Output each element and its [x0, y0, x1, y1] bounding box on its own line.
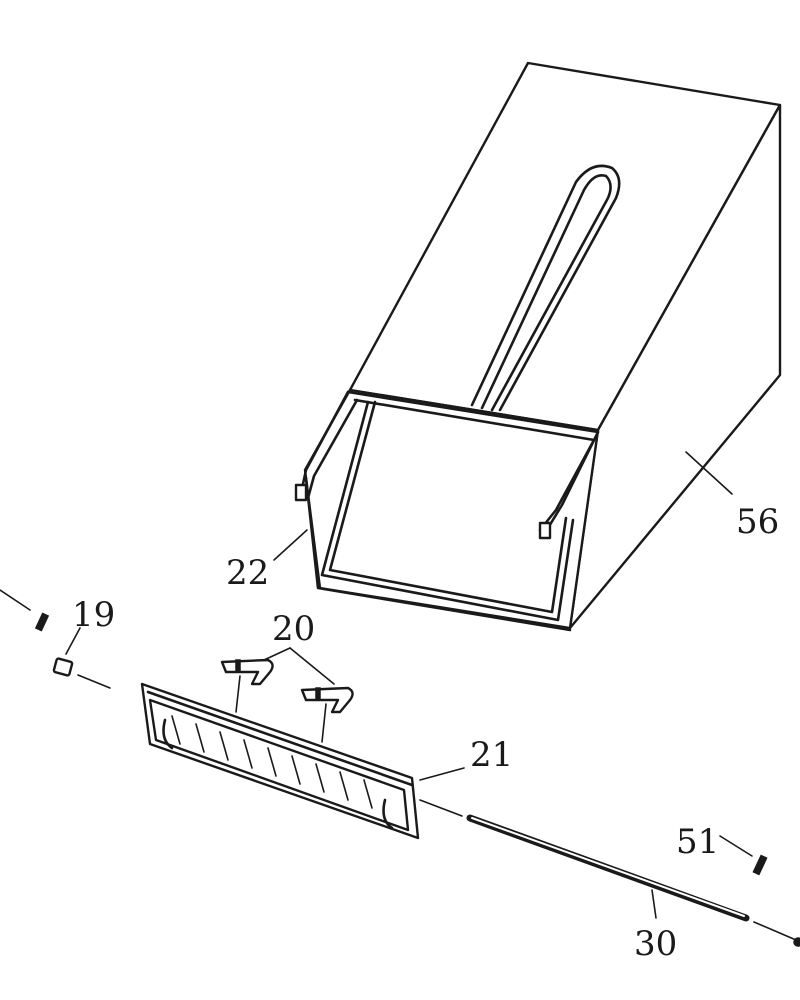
hook-lower	[300, 686, 354, 714]
axis-left	[77, 674, 111, 689]
leader-20a	[263, 647, 291, 661]
flap-ribs	[171, 715, 373, 809]
callout-22: 22	[226, 553, 269, 593]
leader-20b	[289, 647, 335, 685]
bushing-left	[52, 657, 74, 677]
callout-19: 19	[72, 595, 115, 635]
leader-19	[65, 627, 81, 655]
axis-right	[753, 921, 797, 941]
frame-left-hook	[294, 483, 308, 502]
hook-upper-drop	[235, 675, 241, 713]
pin-left-upper	[34, 612, 50, 632]
callout-30: 30	[634, 924, 677, 964]
callout-51: 51	[676, 822, 719, 862]
leader-22	[273, 529, 308, 561]
hook-upper	[220, 658, 274, 686]
callout-21: 21	[470, 735, 513, 775]
bag-frame	[294, 390, 600, 632]
hinge-rod	[466, 814, 750, 922]
leader-21	[419, 767, 465, 781]
axis-left-stub	[0, 589, 31, 611]
leader-51	[719, 835, 753, 857]
callout-20: 20	[272, 609, 315, 649]
axis-mid	[419, 799, 463, 817]
axis-right-end	[793, 937, 800, 947]
callout-56: 56	[736, 502, 779, 542]
rear-flap	[140, 682, 420, 840]
frame-right-hook	[538, 521, 552, 540]
bag-handle	[470, 164, 621, 412]
leader-56	[685, 451, 733, 495]
hook-lower-drop	[321, 703, 327, 743]
pin-right	[752, 854, 768, 876]
leader-30	[651, 889, 657, 919]
grass-bag	[303, 61, 782, 630]
